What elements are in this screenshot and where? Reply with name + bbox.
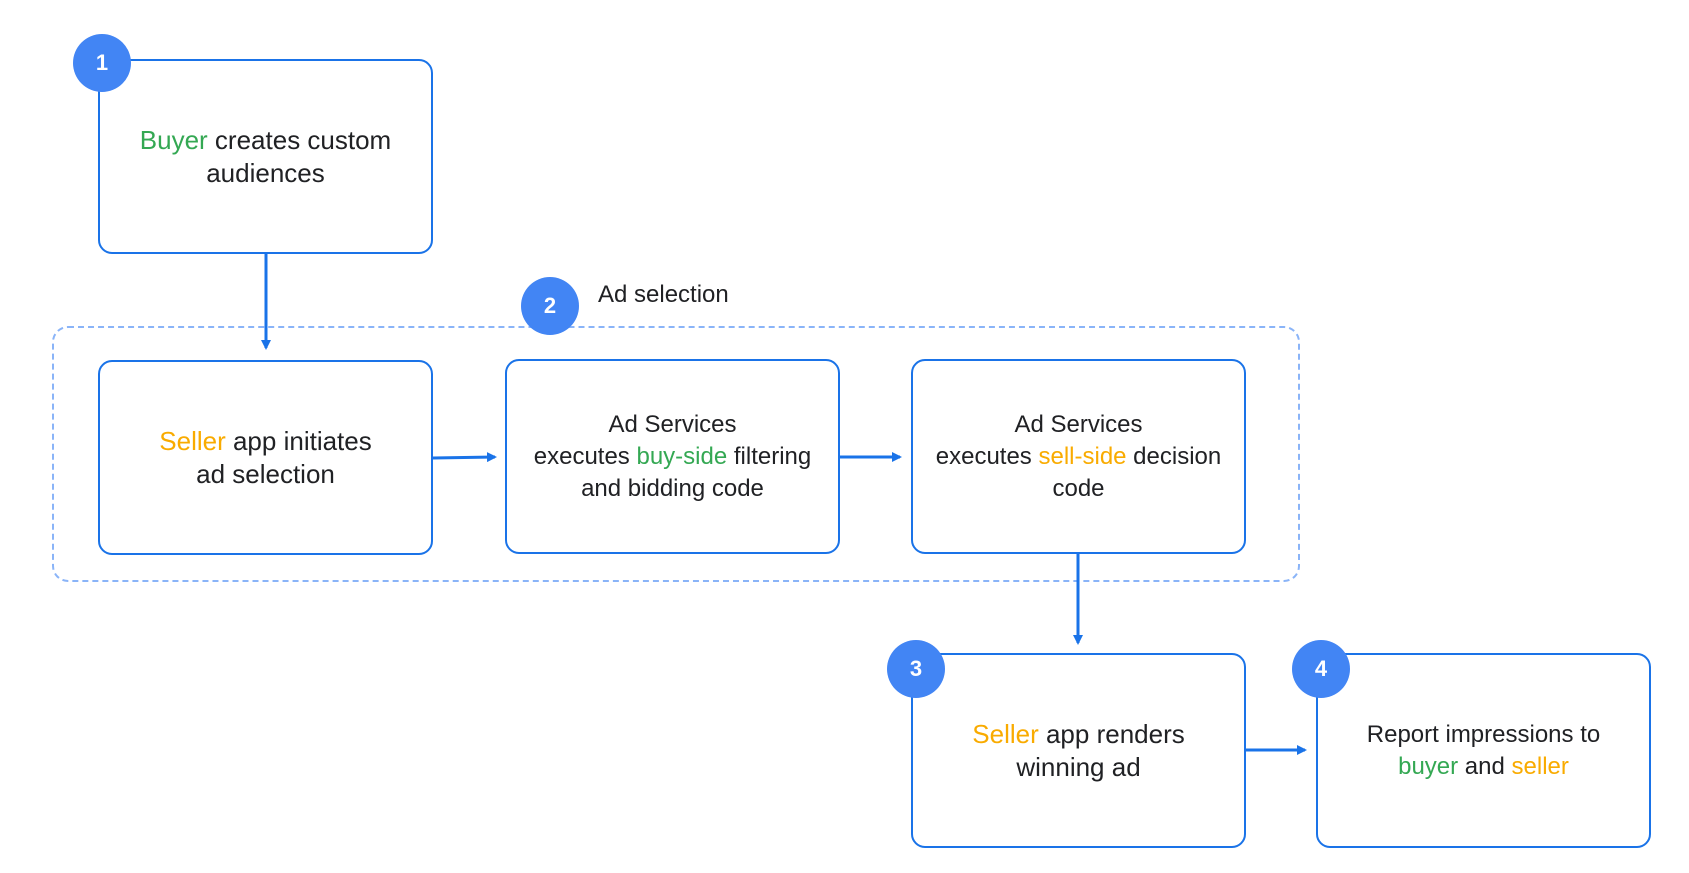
step-render-winning-ad-text: Seller app renders winning ad (972, 718, 1185, 782)
step-report-impressions-text: Report impressions to buyer and seller (1366, 720, 1601, 780)
step-seller-initiates-ad-selection: Seller app initiates ad selection (98, 360, 433, 555)
step-sell-side-text: Ad Services executes sell-side decision … (935, 410, 1222, 502)
step-badge-4: 4 (1292, 640, 1350, 698)
buy-side-highlight: buy-side (636, 442, 728, 470)
step-sell-side-decision: Ad Services executes sell-side decision … (911, 359, 1246, 554)
step-badge-1: 1 (73, 34, 131, 92)
step-render-winning-ad: Seller app renders winning ad (911, 653, 1246, 848)
step-create-custom-audiences: Buyer creates custom audiences (98, 59, 433, 254)
ad-selection-group-label: Ad selection (598, 281, 729, 308)
step-report-impressions: Report impressions to buyer and seller (1316, 653, 1651, 848)
buyer-highlight: buyer (1398, 752, 1459, 780)
seller-highlight: Seller (972, 718, 1039, 749)
ad-selection-group (52, 326, 1300, 582)
step-buy-side-text: Ad Services executes buy-side filtering … (533, 410, 812, 502)
step-create-custom-audiences-text: Buyer creates custom audiences (139, 124, 392, 188)
seller-highlight: seller (1511, 752, 1569, 780)
step-buy-side-filtering-bidding: Ad Services executes buy-side filtering … (505, 359, 840, 554)
buyer-highlight: Buyer (139, 124, 208, 155)
step-badge-3: 3 (887, 640, 945, 698)
step-seller-initiates-text: Seller app initiates ad selection (159, 425, 372, 489)
sell-side-highlight: sell-side (1038, 442, 1127, 470)
step-badge-2: 2 (521, 277, 579, 335)
seller-highlight: Seller (159, 425, 226, 456)
